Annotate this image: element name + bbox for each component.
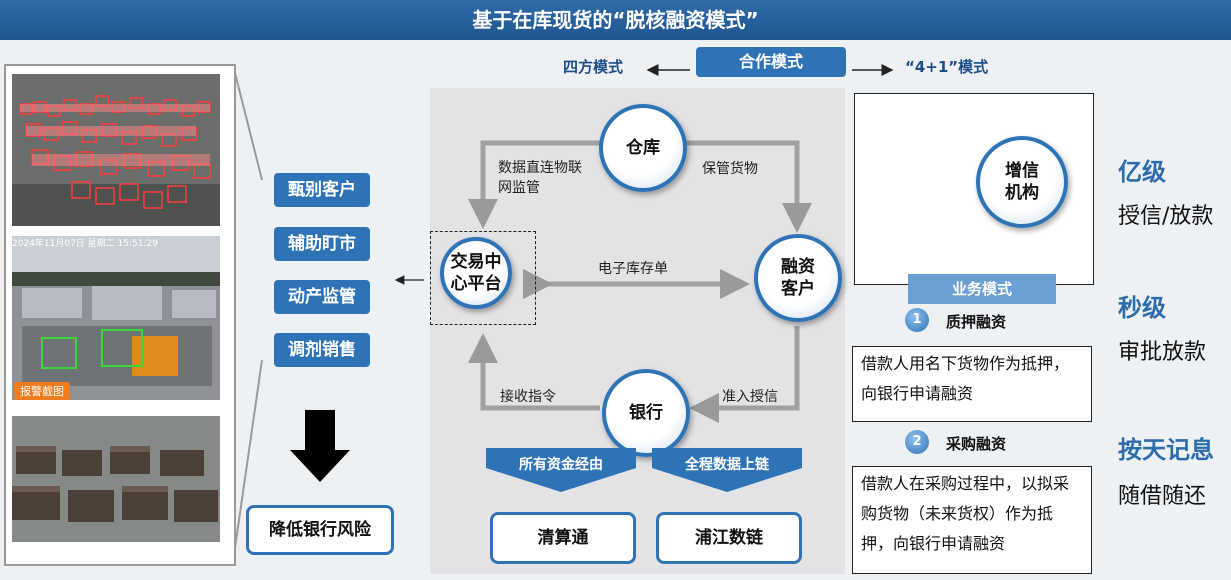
pledge-financing-desc: 借款人用名下货物作为抵押，向银行申请融资 <box>852 346 1092 422</box>
four-party-mode-label: 四方模式 <box>563 58 624 76</box>
onchain-label: 全程数据上链 <box>685 457 769 473</box>
warehouse-node: 仓库 <box>599 104 687 192</box>
forklift-monitoring-photo <box>12 236 220 400</box>
admission-credit-label: 准入授信 <box>722 389 778 405</box>
chain-chevron <box>652 448 802 492</box>
adjust-sales-button[interactable]: 调剂销售 <box>274 333 370 367</box>
asset-supervision-button[interactable]: 动产监管 <box>274 280 370 314</box>
four-plus-one-mode-label: “4+1”模式 <box>905 58 989 76</box>
pledge-financing-title: 质押融资 <box>946 313 1007 331</box>
platform-dashed-frame <box>430 231 536 325</box>
bank-node: 银行 <box>602 369 690 457</box>
highlight-3-desc: 随借随还 <box>1118 484 1207 509</box>
custody-label: 保管货物 <box>702 161 758 177</box>
funds-via-label: 所有资金经由 <box>519 457 603 473</box>
reduce-bank-risk-box: 降低银行风险 <box>246 505 394 555</box>
highlight-2-title: 秒级 <box>1118 294 1166 322</box>
highlight-1-title: 亿级 <box>1118 158 1166 186</box>
financing-customer-node: 融资客户 <box>754 234 842 322</box>
highlight-3-title: 按天记息 <box>1118 436 1214 464</box>
cooperation-mode-badge: 合作模式 <box>696 47 846 77</box>
page-title: 基于在库现货的“脱核融资模式” <box>0 0 1231 40</box>
purchase-financing-title: 采购融资 <box>946 435 1007 453</box>
clearing-box: 清算通 <box>490 512 636 564</box>
mode-2-badge: 2 <box>905 430 929 454</box>
market-watch-button[interactable]: 辅助盯市 <box>274 227 370 261</box>
receive-command-label: 接收指令 <box>500 389 556 405</box>
screen-customer-button[interactable]: 甄别客户 <box>274 173 370 207</box>
photo-timestamp: 2024年11月07日 星期二 15:51:29 <box>12 239 158 249</box>
trade-platform-node: 交易中心平台 <box>440 237 512 309</box>
pujiang-chain-box: 浦江数链 <box>656 512 802 564</box>
alarm-screenshot-label: 报警截图 <box>14 382 70 400</box>
data-link-label: 数据直连物联网监管 <box>498 160 582 196</box>
funds-chevron <box>486 448 636 492</box>
mode-1-badge: 1 <box>905 308 929 332</box>
highlight-2-desc: 审批放款 <box>1118 340 1207 365</box>
warehouse-receipt-label: 电子库存单 <box>598 261 668 277</box>
highlight-1-desc: 授信/放款 <box>1118 204 1214 229</box>
stacked-goods-photo <box>12 416 220 542</box>
credit-enhancement-node: 增信机构 <box>976 136 1068 228</box>
purchase-financing-desc: 借款人在采购过程中，以拟采购货物（未来货权）作为抵押，向银行申请融资 <box>852 466 1092 574</box>
warehouse-detection-photo <box>12 74 220 226</box>
business-mode-header: 业务模式 <box>908 274 1056 304</box>
